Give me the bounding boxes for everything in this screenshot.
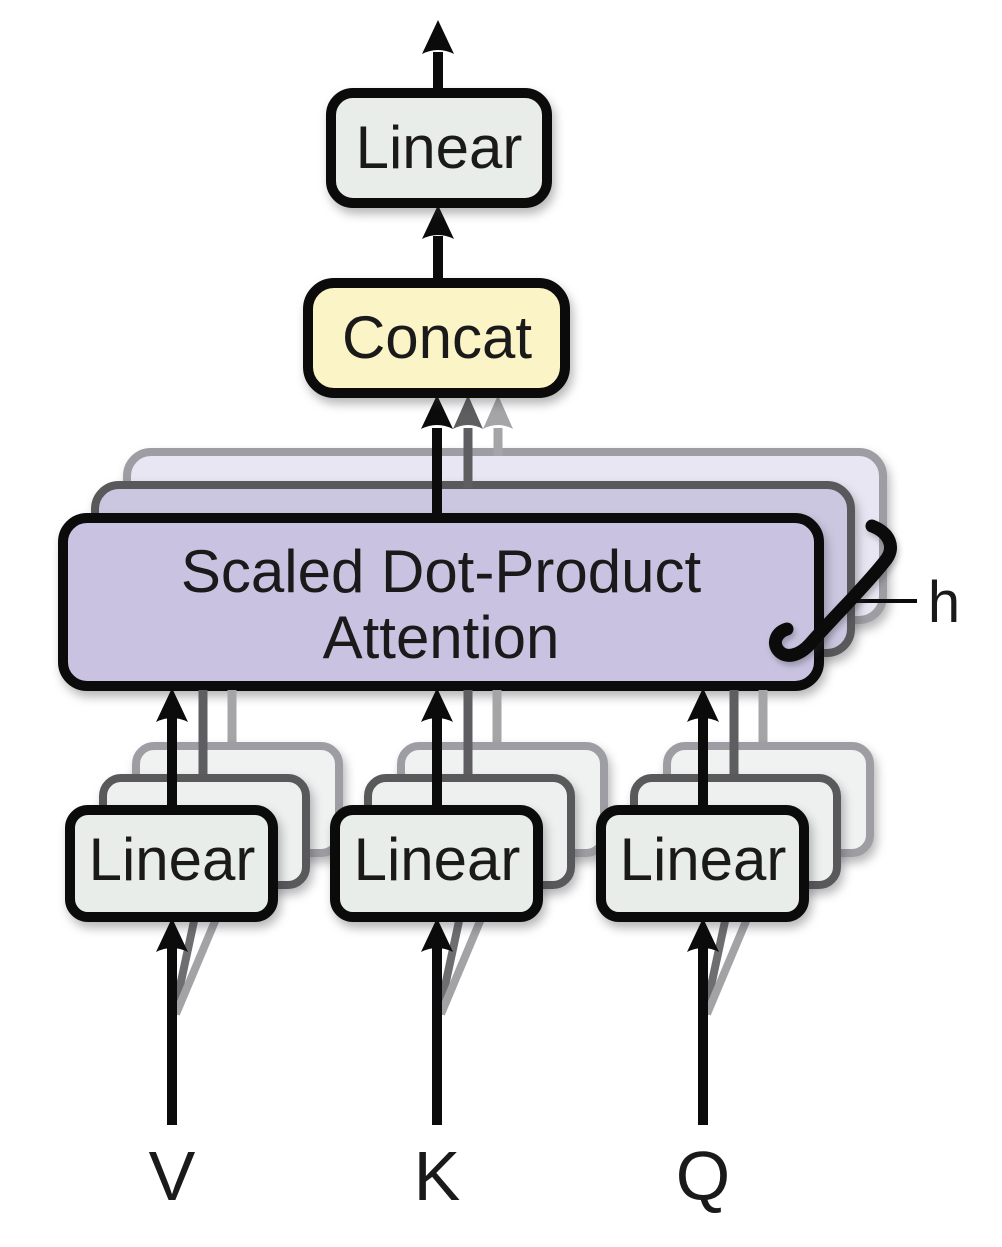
arrowhead-attention-front (421, 395, 453, 429)
q-linear-label: Linear (620, 826, 787, 893)
attention-label-line1: Scaled Dot-Product (181, 538, 702, 605)
input-label-v: V (149, 1137, 196, 1215)
arrowhead-q-out (687, 688, 719, 722)
linear-stack-v: Linear (65, 688, 343, 1125)
v-linear-label: Linear (89, 826, 256, 893)
heads-count-label: h (928, 570, 960, 635)
input-label-k: K (414, 1137, 461, 1215)
arrowhead-v-out (156, 688, 188, 722)
k-linear-label: Linear (354, 826, 521, 893)
concat-section: Concat (303, 205, 570, 398)
arrowhead-concat-out (422, 205, 454, 239)
attention-label-line2: Attention (323, 604, 560, 671)
top-linear-label: Linear (356, 114, 523, 181)
input-labels: V K Q (149, 1137, 731, 1215)
heads-swoosh-curve (768, 519, 897, 662)
linear-stack-q: Linear (596, 688, 874, 1125)
arrowhead-attention-back (483, 395, 513, 429)
attention-stack: Scaled Dot-Product Attention (58, 395, 887, 691)
arrowhead-k-out (421, 688, 453, 722)
arrowhead-attention-middle (453, 395, 483, 429)
attention-box (58, 513, 824, 691)
concat-label: Concat (342, 304, 532, 371)
arrowhead-q-in (687, 918, 719, 952)
heads-callout: h (768, 519, 960, 662)
output-section: Linear (326, 20, 552, 208)
arrowhead-final-output (422, 20, 454, 54)
linear-stack-k: Linear (330, 688, 608, 1125)
input-label-q: Q (676, 1137, 730, 1215)
arrowhead-k-in (421, 918, 453, 952)
arrowhead-v-in (156, 918, 188, 952)
attention-to-concat-arrows (421, 395, 513, 520)
